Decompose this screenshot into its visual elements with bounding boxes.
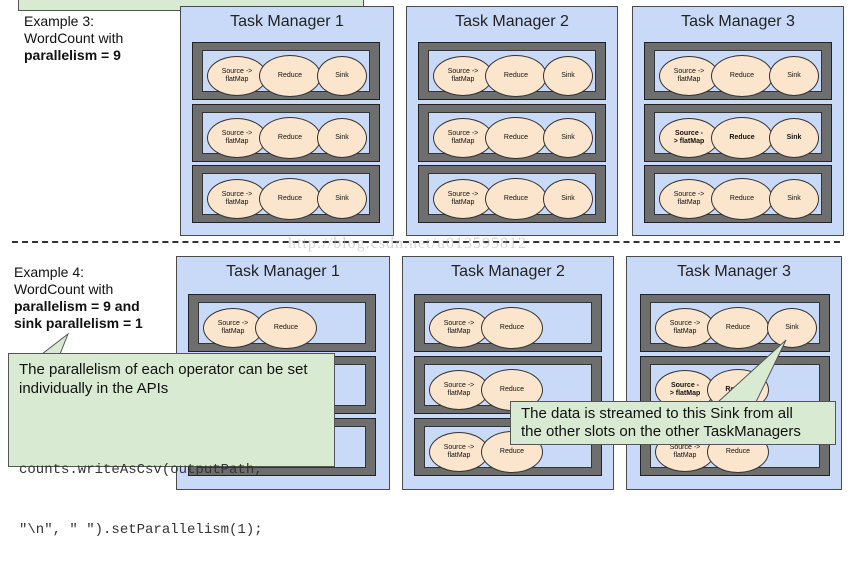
source-flatmap-op: Source ->flatMap xyxy=(433,118,493,158)
sink-op: Sink xyxy=(543,56,593,96)
sink-op: Sink xyxy=(543,179,593,219)
source-flatmap-op: Source ->flatMap xyxy=(433,56,493,96)
example4-line2: WordCount with xyxy=(14,281,114,297)
stream-callout-line2: the other slots on the other TaskManager… xyxy=(521,423,801,440)
reduce-op: Reduce xyxy=(481,307,543,349)
code-line1: counts.writeAsCsv(outputPath, xyxy=(19,462,263,478)
watermark: http://blog.csdn.net/u013595812 xyxy=(288,235,527,252)
source-flatmap-op: Source ->flatMap xyxy=(655,308,715,348)
ex4-tm2-title: Task Manager 2 xyxy=(451,263,565,280)
sink-op: Sink xyxy=(769,56,819,96)
example3-line1: Example 3: xyxy=(24,13,95,29)
example4-label: Example 4: WordCount with parallelism = … xyxy=(14,264,143,332)
right-callout-tail xyxy=(716,339,787,403)
reduce-op: Reduce xyxy=(259,55,321,97)
ex3-tm2-slot-1: Source ->flatMap Reduce Sink xyxy=(418,42,606,100)
source-flatmap-op: Source ->flatMap xyxy=(203,308,263,348)
example3-label: Example 3: WordCount with parallelism = … xyxy=(24,13,123,64)
example4-line1: Example 4: xyxy=(14,264,85,280)
code-line2: "\n", " ").setParallelism(1); xyxy=(19,522,263,538)
ex3-tm3-title: Task Manager 3 xyxy=(681,13,795,30)
source-flatmap-op: Source ->flatMap xyxy=(207,56,267,96)
ex4-tm1-title: Task Manager 1 xyxy=(226,263,340,280)
ex3-tm1-slot-1: Source ->flatMap Reduce Sink xyxy=(192,42,380,100)
ex3-tm2-title: Task Manager 2 xyxy=(455,13,569,30)
example4-line4: sink parallelism = 1 xyxy=(14,315,143,331)
example4-line3: parallelism = 9 and xyxy=(14,298,140,314)
source-flatmap-op: Source ->flatMap xyxy=(429,308,489,348)
ex3-tm1-slot-2: Source ->flatMap Reduce Sink xyxy=(192,104,380,162)
sink-op: Sink xyxy=(317,118,367,158)
stream-callout: The data is streamed to this Sink from a… xyxy=(510,401,836,445)
callout-text-line2: individually in the APIs xyxy=(19,380,169,397)
ex4-tm2-slot-1: Source ->flatMap Reduce xyxy=(414,294,602,352)
reduce-op: Reduce xyxy=(711,55,773,97)
parallelism-callout-text: The parallelism of each operator can be … xyxy=(19,360,308,398)
ex3-tm3-slot-3: Source ->flatMap Reduce Sink xyxy=(644,165,832,223)
section-divider xyxy=(12,241,840,243)
sink-op: Sink xyxy=(769,118,819,158)
source-flatmap-op: Source ->flatMap xyxy=(429,370,489,410)
ex4-tm2-slot-2: Source ->flatMap Reduce xyxy=(414,356,602,414)
example3-line3: parallelism = 9 xyxy=(24,47,121,63)
callout-code: counts.writeAsCsv(outputPath, "\n", " ")… xyxy=(19,420,263,580)
ex3-tm1-slot-3: Source ->flatMap Reduce Sink xyxy=(192,165,380,223)
reduce-op: Reduce xyxy=(711,178,773,220)
ex3-tm3-slot-1: Source ->flatMap Reduce Sink xyxy=(644,42,832,100)
ex3-tm3-slot-2: Source -> flatMap Reduce Sink xyxy=(644,104,832,162)
ex4-tm3-slot-1: Source ->flatMap Reduce Sink xyxy=(640,294,830,352)
sink-op: Sink xyxy=(543,118,593,158)
stream-callout-line1: The data is streamed to this Sink from a… xyxy=(521,405,793,422)
sink-op: Sink xyxy=(769,179,819,219)
parallelism-callout: The parallelism of each operator can be … xyxy=(8,353,335,538)
source-flatmap-op: Source ->flatMap xyxy=(207,118,267,158)
ex4-tm1-slot-1: Source ->flatMap Reduce xyxy=(188,294,376,352)
stream-callout-text: The data is streamed to this Sink from a… xyxy=(521,405,801,441)
reduce-op: Reduce xyxy=(259,117,321,159)
ex3-tm2-slot-2: Source ->flatMap Reduce Sink xyxy=(418,104,606,162)
example3-line2: WordCount with xyxy=(24,30,124,46)
reduce-op: Reduce xyxy=(485,55,547,97)
reduce-op: Reduce xyxy=(485,117,547,159)
reduce-op: Reduce xyxy=(255,307,317,349)
ex4-tm3-title: Task Manager 3 xyxy=(677,263,791,280)
source-flatmap-op: Source ->flatMap xyxy=(659,56,719,96)
callout-text-line1: The parallelism of each operator can be … xyxy=(19,361,308,378)
source-flatmap-op: Source ->flatMap xyxy=(207,179,267,219)
ex3-tm2-slot-3: Source ->flatMap Reduce Sink xyxy=(418,165,606,223)
sink-op: Sink xyxy=(317,179,367,219)
reduce-op: Reduce xyxy=(707,307,769,349)
sink-op: Sink xyxy=(767,308,817,348)
ex3-tm1-title: Task Manager 1 xyxy=(230,13,344,30)
left-callout-tail xyxy=(40,332,70,355)
source-flatmap-op: Source ->flatMap xyxy=(433,179,493,219)
sink-op: Sink xyxy=(317,56,367,96)
